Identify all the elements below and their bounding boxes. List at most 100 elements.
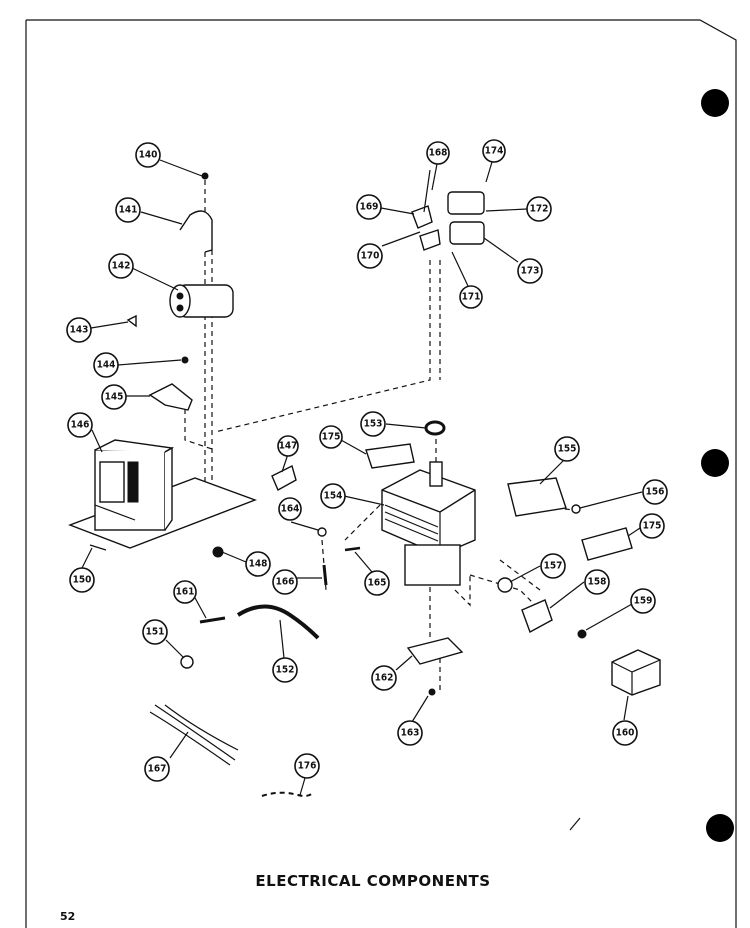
part-159-nut (577, 629, 587, 639)
svg-text:161: 161 (176, 587, 195, 598)
part-154-magnetron (381, 461, 476, 586)
callout-161: 161 (173, 580, 197, 604)
svg-text:162: 162 (375, 673, 394, 684)
svg-text:144: 144 (97, 360, 116, 371)
callout-171: 171 (459, 285, 483, 309)
svg-text:175: 175 (643, 521, 662, 532)
svg-text:154: 154 (324, 491, 343, 502)
callout-160: 160 (612, 720, 638, 746)
svg-text:148: 148 (249, 559, 268, 570)
part-146-transformer (68, 439, 257, 549)
svg-text:159: 159 (634, 596, 653, 607)
callout-158: 158 (584, 569, 610, 595)
callout-155: 155 (554, 436, 580, 462)
callout-176: 176 (294, 753, 320, 779)
svg-text:156: 156 (646, 487, 665, 498)
part-175-insulation-right (581, 527, 633, 561)
svg-text:142: 142 (112, 261, 131, 272)
punch-hole-bottom (706, 814, 734, 842)
svg-text:166: 166 (276, 577, 295, 588)
callout-152: 152 (272, 657, 298, 683)
svg-text:158: 158 (588, 577, 607, 588)
part-143-clip (126, 314, 137, 328)
part-176-chain (261, 791, 315, 797)
svg-text:155: 155 (558, 444, 577, 455)
svg-text:163: 163 (401, 728, 420, 739)
callout-141: 141 (115, 197, 141, 223)
part-152-power-cord (236, 604, 320, 640)
svg-text:169: 169 (360, 202, 379, 213)
svg-text:164: 164 (281, 504, 300, 515)
part-155-cover (507, 477, 567, 517)
svg-text:141: 141 (119, 205, 138, 216)
part-164-holder (317, 527, 327, 537)
svg-text:143: 143 (70, 325, 89, 336)
svg-text:151: 151 (146, 627, 165, 638)
part-158-switch (521, 599, 553, 634)
part-147-terminal (271, 464, 297, 491)
callout-159: 159 (630, 588, 656, 614)
callout-168: 168 (426, 141, 450, 165)
callout-154: 154 (320, 483, 346, 509)
callout-150: 150 (69, 567, 95, 593)
part-160-filter (611, 649, 661, 696)
part-150-screw (89, 544, 107, 551)
punch-hole-middle (701, 449, 729, 477)
callout-175-right: 175 (639, 513, 665, 539)
callout-147: 147 (277, 435, 299, 457)
svg-text:150: 150 (73, 575, 92, 586)
callout-165: 165 (364, 570, 390, 596)
part-140-screw (201, 172, 209, 180)
svg-text:173: 173 (521, 266, 540, 277)
svg-text:146: 146 (71, 420, 90, 431)
relay-assembly (411, 169, 485, 251)
svg-text:172: 172 (530, 204, 549, 215)
diagram-title: ELECTRICAL COMPONENTS (255, 872, 490, 890)
svg-text:171: 171 (462, 292, 481, 303)
callout-146: 146 (67, 412, 93, 438)
stray-mark (569, 817, 581, 831)
part-153-gasket (424, 420, 446, 436)
callout-142: 142 (108, 253, 134, 279)
callout-153: 153 (360, 411, 386, 437)
part-142-capacitor (169, 284, 234, 318)
callout-162: 162 (371, 665, 397, 691)
svg-text:170: 170 (361, 251, 380, 262)
svg-text:140: 140 (139, 150, 158, 161)
callout-164: 164 (278, 497, 302, 521)
callout-143: 143 (66, 317, 92, 343)
callout-140: 140 (135, 142, 161, 168)
callout-173: 173 (517, 258, 543, 284)
svg-text:152: 152 (276, 665, 295, 676)
callout-148: 148 (245, 551, 271, 577)
svg-text:167: 167 (148, 764, 167, 775)
svg-text:174: 174 (485, 146, 504, 157)
callout-167: 167 (144, 756, 170, 782)
callout-145: 145 (101, 384, 127, 410)
page-border (26, 19, 737, 928)
callout-151: 151 (142, 619, 168, 645)
part-144-screw (181, 356, 189, 364)
callout-174: 174 (482, 139, 506, 163)
page-number: 52 (60, 910, 75, 923)
svg-text:175: 175 (322, 432, 341, 443)
part-148-grommet (212, 546, 224, 558)
callout-170: 170 (357, 243, 383, 269)
svg-text:168: 168 (429, 148, 448, 159)
punch-hole-top (701, 89, 729, 117)
part-162-plate (406, 637, 464, 665)
part-163-screw (428, 688, 436, 696)
part-175-insulation (365, 443, 415, 469)
svg-text:165: 165 (368, 578, 387, 589)
svg-text:145: 145 (105, 392, 124, 403)
callout-144: 144 (93, 352, 119, 378)
part-166-fuse (322, 564, 328, 586)
part-151-connector (180, 655, 194, 669)
callout-169: 169 (356, 194, 382, 220)
part-165-clip (344, 546, 361, 552)
callout-157: 157 (540, 553, 566, 579)
leader-lines (81, 159, 643, 796)
callout-175: 175 (319, 425, 343, 449)
part-167-wire-harness (149, 704, 239, 766)
